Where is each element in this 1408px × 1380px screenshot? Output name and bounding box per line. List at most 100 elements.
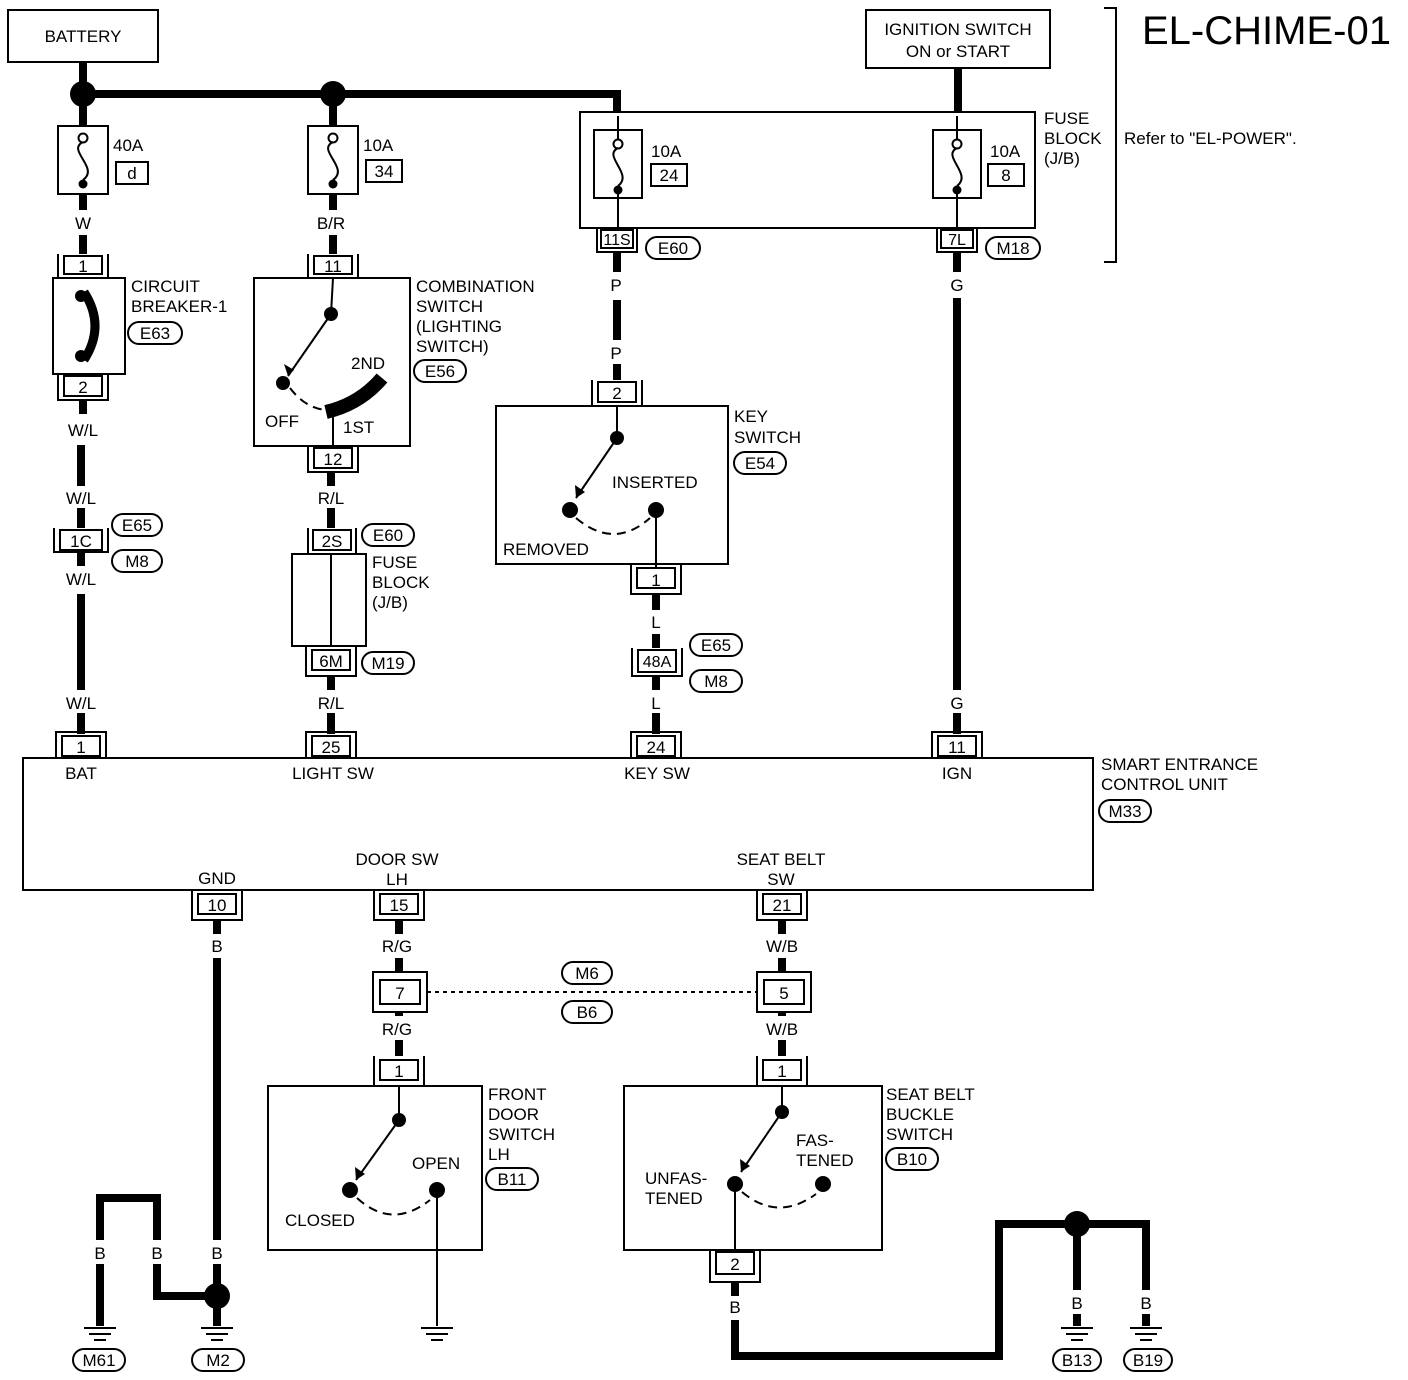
cu-pin-key: [636, 735, 676, 757]
conn-e65-a-label: E65: [122, 516, 152, 535]
cu-pin-light-frame: [305, 731, 357, 758]
cu-pin-ign-label: IGN: [942, 764, 972, 783]
ks-label-2: SWITCH: [734, 428, 801, 447]
fd-label-2: DOOR: [488, 1105, 539, 1124]
conn-m8-b-label: M8: [704, 672, 728, 691]
front-door-switch-box: [267, 1085, 483, 1251]
fuse-24-amp: 10A: [651, 142, 682, 161]
cs-pin11: [313, 255, 353, 275]
wire-wl-label-4: W/L: [66, 694, 96, 713]
conn-b6: [561, 1000, 613, 1024]
jc-2s-label: 2S: [322, 532, 343, 551]
ground-b19: [1123, 1348, 1173, 1372]
cu-pin-gnd-label: GND: [198, 869, 236, 888]
ground-m2: [191, 1348, 245, 1372]
cs-lever-arrow: [284, 364, 294, 376]
conn-b11: [485, 1167, 539, 1191]
conn-m18: [985, 236, 1041, 260]
cu-pin-door-num: 15: [390, 896, 409, 915]
wire-b-gnd-label: B: [211, 937, 222, 956]
conn-m6: [561, 961, 613, 985]
cu-pin-ign-frame: [931, 731, 983, 758]
ground-b13: [1052, 1348, 1102, 1372]
wire-wl-label-2: W/L: [66, 489, 96, 508]
fuse-8-amp: 10A: [990, 142, 1021, 161]
sb-label-3: SWITCH: [886, 1125, 953, 1144]
cs-off-dash: [289, 387, 327, 411]
ks-pin1: [636, 567, 676, 589]
wire-p-label-1: P: [610, 276, 621, 295]
conn-e65-a: [111, 513, 163, 537]
ks-inserted-label: INSERTED: [612, 473, 698, 492]
cu-pin-door: [379, 893, 419, 915]
sb-fas-2: TENED: [796, 1151, 854, 1170]
fuse-34-id: 34: [375, 162, 394, 181]
fd-pin1: [379, 1059, 419, 1081]
ignition-switch-box: [865, 9, 1051, 69]
fuse-34-id-box: [365, 159, 403, 183]
fuse-40a-id: d: [127, 164, 136, 183]
ks-lever: [575, 437, 618, 499]
conn-m6-label: M6: [575, 964, 599, 983]
wire-g-label-1: G: [950, 276, 963, 295]
wire-b-b19-run: [1077, 1220, 1150, 1290]
fb-mid-label-3: (J/B): [372, 593, 408, 612]
sb-unfas-2: TENED: [645, 1189, 703, 1208]
cs-label-3: (LIGHTING: [416, 317, 502, 336]
fd-lever: [355, 1119, 400, 1181]
cu-pin-door-label-2: LH: [386, 870, 408, 889]
ground-m61-icon: [84, 1327, 116, 1341]
ks-removed-contact: [562, 502, 578, 518]
cs-pin11-label: 11: [324, 257, 342, 276]
conn-m8-a: [111, 549, 163, 573]
conn-m33-label: M33: [1108, 802, 1141, 821]
sb-pin2: [715, 1251, 755, 1275]
fuse-40a-terminal-out: [78, 179, 88, 189]
fd-label-4: LH: [488, 1145, 510, 1164]
ground-m2-label: M2: [206, 1351, 230, 1370]
conn-e63-label: E63: [140, 324, 170, 343]
cu-label-1: SMART ENTRANCE: [1101, 755, 1258, 774]
ks-pin1-label: 1: [651, 571, 660, 590]
wire-l-label-1: L: [651, 613, 660, 632]
cu-pin-gnd-num: 10: [208, 896, 227, 915]
seat-belt-switch-box: [623, 1085, 883, 1251]
wire-wl-label-1: W/L: [68, 421, 98, 440]
cu-pin-key-label: KEY SW: [624, 764, 690, 783]
conn-e54: [733, 451, 787, 475]
conn-m18-label: M18: [996, 239, 1029, 258]
fuse-40a-element: [77, 141, 89, 181]
sb-label-1: SEAT BELT: [886, 1085, 975, 1104]
ignition-label-1: IGNITION SWITCH: [884, 20, 1031, 39]
cb-label-2: BREAKER-1: [131, 297, 227, 316]
conn-m19: [361, 651, 415, 675]
cu-pin-ign-num: 11: [948, 738, 966, 757]
cs-label-2: SWITCH: [416, 297, 483, 316]
cu-label-2: CONTROL UNIT: [1101, 775, 1228, 794]
wire-b-m2a: [153, 1264, 217, 1300]
ground-b13-label: B13: [1062, 1351, 1092, 1370]
cu-pin-key-num: 24: [647, 738, 666, 757]
ground-m61: [72, 1348, 126, 1372]
conn-5-label: 5: [779, 984, 788, 1003]
conn-b6-label: B6: [577, 1003, 598, 1022]
jb-label-3: (J/B): [1044, 149, 1080, 168]
cb-pin2: [63, 375, 103, 397]
fd-open-label: OPEN: [412, 1154, 460, 1173]
cb-label-1: CIRCUIT: [131, 277, 200, 296]
cs-pos-1st: 1ST: [343, 418, 374, 437]
jc-6m: [311, 649, 351, 671]
terminal-11s-label: 11S: [603, 232, 630, 249]
sb-fas-1: FAS-: [796, 1131, 834, 1150]
conn-e56-label: E56: [425, 362, 455, 381]
ground-b13-icon: [1061, 1327, 1093, 1341]
wire-b-b19-label: B: [1140, 1294, 1151, 1313]
wire-br-label: B/R: [317, 214, 345, 233]
wire-rl-label-1: R/L: [318, 489, 344, 508]
battery-label: BATTERY: [45, 27, 122, 46]
conn-e60-top-label: E60: [658, 239, 688, 258]
sb-lever-arrow: [740, 1159, 750, 1172]
wire-rg-label-1: R/G: [382, 937, 412, 956]
wire-wb-label-1: W/B: [766, 937, 798, 956]
